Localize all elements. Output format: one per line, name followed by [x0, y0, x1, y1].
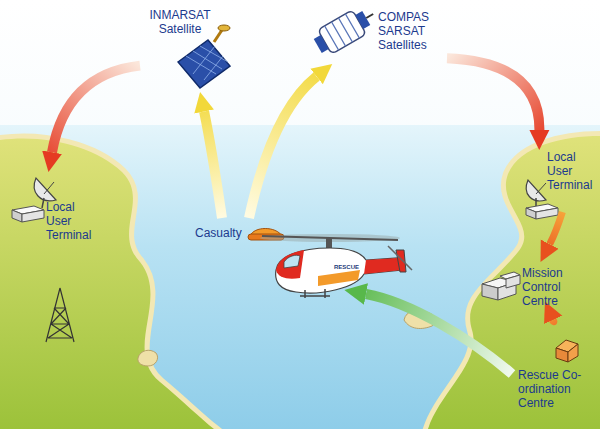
satellite-node: COMPAS SARSAT Satellites: [312, 6, 447, 64]
rescue-centre-building: [556, 348, 568, 362]
signal-arrow: [249, 77, 317, 219]
helicopter: [300, 289, 330, 298]
helicopter: [396, 250, 406, 272]
node-label: COMPAS SARSAT Satellites: [378, 10, 446, 52]
inmarsat-satellite-icon: [178, 40, 230, 88]
local-user-terminal-icon: [34, 178, 56, 201]
node-label: Local User Terminal: [547, 150, 596, 192]
compas-sarsat-satellite-icon: [325, 14, 360, 50]
local-user-terminal-icon: [42, 198, 44, 208]
helicopter-marking: RESCUE: [334, 264, 359, 271]
rescue-centre-node: Rescue Co-ordination Centre: [518, 338, 597, 420]
compas-sarsat-satellite-icon: [311, 2, 380, 58]
control-centre-node: Mission Control Centre: [478, 262, 579, 312]
node-label: Rescue Co-ordination Centre: [518, 368, 596, 410]
inmarsat-satellite-icon: [214, 30, 222, 42]
helicopter: [318, 270, 360, 286]
rescue-centre-building: [568, 344, 578, 362]
helicopter: [276, 248, 402, 293]
satellite-node: INMARSAT Satellite: [140, 4, 240, 92]
helicopter: [260, 234, 412, 298]
local-user-terminal-icon: [44, 182, 54, 194]
node-label: INMARSAT Satellite: [145, 8, 215, 36]
radio-tower: [46, 288, 74, 342]
helicopter: [284, 255, 300, 268]
mission-control-buildings: [482, 284, 498, 300]
compas-sarsat-satellite-icon: [314, 35, 329, 53]
helicopter: [364, 258, 402, 274]
rescue-centre-building: [556, 340, 578, 362]
node-label: Mission Control Centre: [522, 266, 578, 308]
right-land: [428, 136, 600, 429]
local-user-terminal-icon: [526, 180, 546, 201]
radio-tower: [46, 288, 74, 342]
signal-arrow: [52, 66, 140, 153]
dispatch-arrow: [366, 294, 512, 374]
inmarsat-satellite-icon: [186, 46, 228, 80]
signal-arrow: [447, 58, 539, 130]
left-land: [0, 138, 214, 429]
left-land: [0, 138, 214, 429]
local-user-terminal-icon: [536, 208, 558, 219]
rock: [138, 350, 158, 366]
right-land: [428, 136, 600, 429]
local-user-terminal-icon: [22, 210, 44, 222]
signal-arrow: [550, 212, 563, 244]
casualty-node: Casualty: [195, 218, 285, 244]
right-land: [428, 136, 600, 429]
local-user-terminal-icon: [536, 183, 546, 194]
local-user-terminal-icon: [12, 210, 22, 222]
compas-sarsat-satellite-icon: [366, 14, 373, 18]
helicopter: [326, 238, 332, 248]
compas-sarsat-satellite-icon: [311, 2, 380, 58]
local-user-terminal-icon: [526, 208, 536, 219]
signal-arrow: [204, 112, 222, 218]
left-land: [0, 138, 214, 429]
inmarsat-satellite-icon: [218, 25, 230, 31]
node-label: Casualty: [195, 226, 247, 240]
helicopter: [276, 250, 304, 279]
helicopter: [388, 246, 412, 270]
signal-arrow: [547, 312, 554, 322]
node-label: Local User Terminal: [46, 200, 96, 242]
local-user-terminal-icon: [535, 198, 537, 206]
sea: [0, 125, 600, 429]
mission-control-buildings: [506, 275, 520, 288]
mission-control-buildings: [482, 272, 520, 300]
terminal-node: Local User Terminal: [8, 172, 98, 244]
compas-sarsat-satellite-icon: [355, 11, 370, 29]
terminal-node: Local User Terminal: [520, 150, 597, 212]
